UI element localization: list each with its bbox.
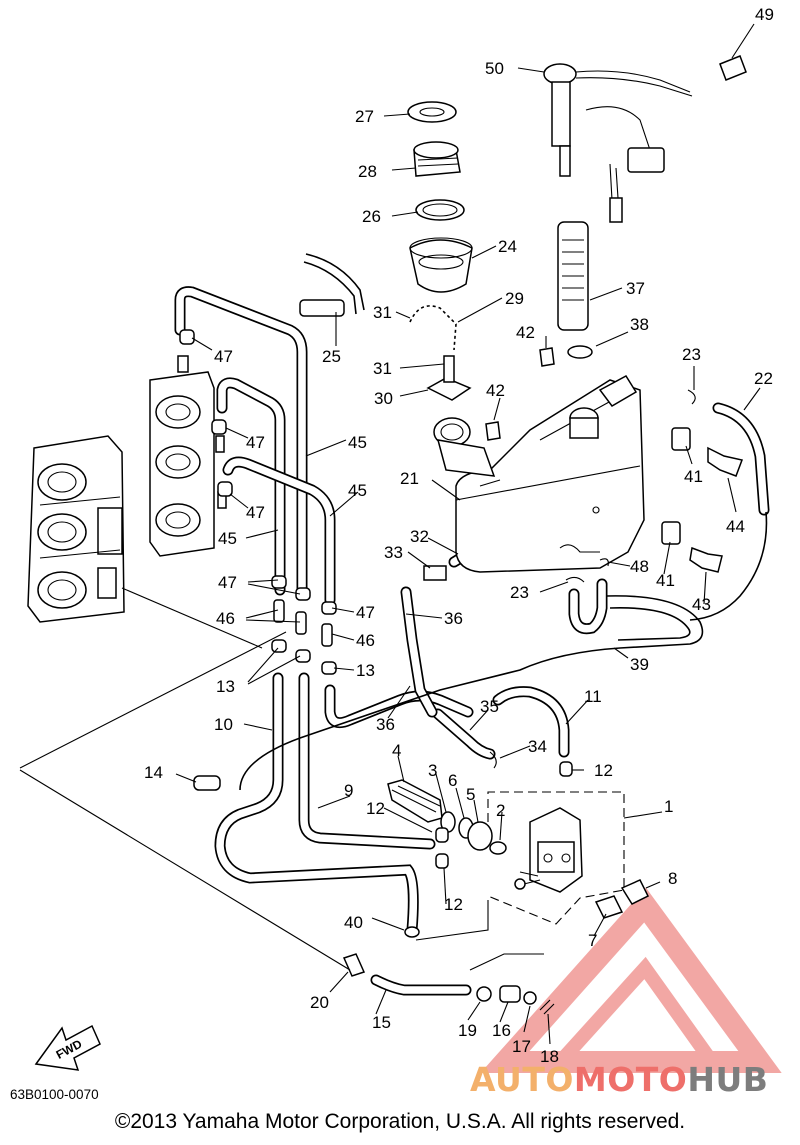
callout-22: 22 [754,369,773,388]
callout-37: 37 [626,279,645,298]
diagram-code: 63B0100-0070 [10,1087,99,1102]
callout-27: 27 [355,107,374,126]
callout-9: 9 [344,781,353,800]
callout-14: 14 [144,763,163,782]
callout-13: 13 [356,661,375,680]
callout-25: 25 [322,347,341,366]
callout-28: 28 [358,162,377,181]
callout-46: 46 [216,609,235,628]
hose-39-outline-outer [609,607,691,641]
callout-19: 19 [458,1021,477,1040]
callout-13: 13 [216,677,235,696]
callout-1: 1 [664,797,673,816]
callout-12: 12 [594,761,613,780]
callout-45: 45 [348,433,367,452]
callout-4: 4 [392,741,401,760]
callout-47: 47 [214,347,233,366]
callout-12: 12 [444,895,463,914]
callout-48: 48 [630,557,649,576]
hose-22-sweep [689,511,768,621]
carburetor-assembly-right [149,355,227,557]
callout-21: 21 [400,469,419,488]
fuel-hoses [174,286,770,996]
callout-33: 33 [384,543,403,562]
leader-lines [19,23,761,1045]
callout-16: 16 [492,1021,511,1040]
callout-36: 36 [376,715,395,734]
fwd-arrow-icon: FWD [34,1024,101,1071]
callout-36: 36 [444,609,463,628]
callout-41: 41 [656,571,675,590]
callout-31: 31 [373,303,392,322]
callout-46: 46 [356,631,375,650]
watermark-hub: HUB [687,1060,769,1099]
callout-42: 42 [516,323,535,342]
callout-26: 26 [362,207,381,226]
vapor-separator-tank [433,375,645,573]
callout-2: 2 [496,801,505,820]
callout-7: 7 [588,931,597,950]
callout-30: 30 [374,389,393,408]
callout-11: 11 [584,687,602,706]
watermark-text: AUTOMOTOHUB [470,1060,768,1099]
callout-29: 29 [505,289,524,308]
callout-23: 23 [682,345,701,364]
watermark-logo-icon [480,887,782,1073]
callout-47: 47 [218,573,237,592]
callout-24: 24 [498,237,517,256]
small-parts [179,55,747,1015]
callout-47: 47 [246,433,265,452]
callout-38: 38 [630,315,649,334]
callout-20: 20 [310,993,329,1012]
callout-41: 41 [684,467,703,486]
callout-47: 47 [246,503,265,522]
callout-23: 23 [510,583,529,602]
callout-17: 17 [512,1037,531,1056]
fuel-pump-boundary [487,791,625,925]
callout-10: 10 [214,715,233,734]
callout-31: 31 [373,359,392,378]
callout-44: 44 [726,517,745,536]
callout-49: 49 [755,5,774,24]
watermark-moto: MOTO [573,1060,688,1099]
fuel-pump-assembly [514,807,583,893]
callout-12: 12 [366,799,385,818]
callout-42: 42 [486,381,505,400]
watermark-auto: AUTO [470,1060,574,1099]
callout-47: 47 [356,603,375,622]
callout-43: 43 [692,595,711,614]
callout-45: 45 [348,481,367,500]
callout-50: 50 [485,59,504,78]
callout-40: 40 [344,913,363,932]
callout-32: 32 [410,527,429,546]
copyright-notice: ©2013 Yamaha Motor Corporation, U.S.A. A… [114,1110,686,1133]
callout-34: 34 [528,737,547,756]
callout-45: 45 [218,529,237,548]
callout-8: 8 [668,869,677,888]
callout-6: 6 [448,771,457,790]
callout-5: 5 [466,785,475,804]
callout-3: 3 [428,761,437,780]
callout-18: 18 [540,1047,559,1066]
carburetor-assembly-left [27,435,125,623]
callout-35: 35 [480,697,499,716]
callout-39: 39 [630,655,649,674]
callout-15: 15 [372,1013,391,1032]
